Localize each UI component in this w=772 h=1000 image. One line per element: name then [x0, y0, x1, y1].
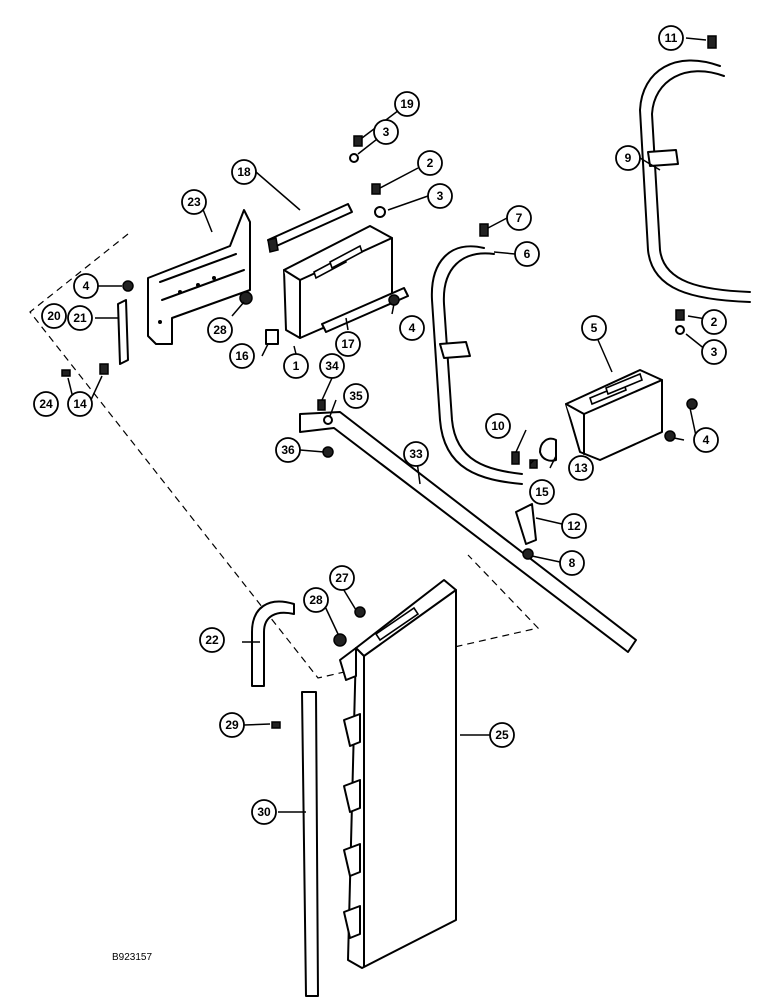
svg-text:28: 28 [213, 323, 227, 337]
svg-text:28: 28 [309, 593, 323, 607]
callout-9: 9 [615, 145, 641, 171]
svg-text:17: 17 [341, 337, 355, 351]
callout-6: 6 [514, 241, 540, 267]
part-21-strap [117, 299, 129, 365]
svg-text:2: 2 [427, 156, 434, 170]
svg-text:14: 14 [73, 397, 87, 411]
svg-text:21: 21 [73, 311, 87, 325]
callout-13: 13 [568, 455, 594, 481]
part-18-strap [267, 203, 353, 253]
callout-33: 33 [403, 441, 429, 467]
svg-text:29: 29 [225, 718, 239, 732]
svg-text:11: 11 [665, 31, 678, 45]
part-17-strap [321, 287, 409, 333]
part-30-rod [301, 691, 319, 997]
svg-text:30: 30 [257, 805, 271, 819]
svg-text:36: 36 [281, 443, 295, 457]
svg-text:2: 2 [711, 315, 718, 329]
callout-4: 4 [399, 315, 425, 341]
svg-text:27: 27 [335, 571, 349, 585]
svg-text:5: 5 [591, 321, 598, 335]
callout-25: 25 [489, 722, 515, 748]
svg-text:15: 15 [535, 485, 549, 499]
callout-27: 27 [329, 565, 355, 591]
svg-text:16: 16 [235, 349, 249, 363]
callout-2: 2 [417, 150, 443, 176]
part-12-clip [515, 503, 537, 545]
callout-14: 14 [67, 391, 93, 417]
svg-text:22: 22 [205, 633, 219, 647]
svg-text:18: 18 [237, 165, 251, 179]
callout-5: 5 [581, 315, 607, 341]
callout-10: 10 [485, 413, 511, 439]
part-33-brace [299, 411, 637, 653]
svg-text:3: 3 [383, 125, 390, 139]
callout-7: 7 [506, 205, 532, 231]
svg-text:3: 3 [437, 189, 444, 203]
callout-3: 3 [427, 183, 453, 209]
svg-text:4: 4 [409, 321, 416, 335]
part-5-step-box [565, 369, 663, 461]
callout-8: 8 [559, 550, 585, 576]
hardware [61, 35, 717, 729]
callout-12: 12 [561, 513, 587, 539]
svg-text:12: 12 [567, 519, 581, 533]
callout-1: 1 [283, 353, 309, 379]
svg-text:19: 19 [400, 97, 414, 111]
callout-35: 35 [343, 383, 369, 409]
part-22-hook [251, 600, 295, 687]
callout-30: 30 [251, 799, 277, 825]
part-13-clamp [539, 437, 557, 462]
callout-11: 11 [658, 25, 684, 51]
svg-text:33: 33 [409, 447, 423, 461]
svg-text:23: 23 [187, 195, 201, 209]
assembly-boundary [29, 233, 540, 679]
callout-28: 28 [303, 587, 329, 613]
document-id: B923157 [112, 952, 152, 963]
svg-text:34: 34 [325, 359, 339, 373]
callout-15: 15 [529, 479, 555, 505]
callout-28: 28 [207, 317, 233, 343]
callout-21: 21 [67, 305, 93, 331]
svg-text:4: 4 [703, 433, 710, 447]
callout-4: 4 [73, 273, 99, 299]
callout-2: 2 [701, 309, 727, 335]
part-6-handrail [430, 245, 523, 485]
svg-text:1: 1 [293, 359, 300, 373]
callout-18: 18 [231, 159, 257, 185]
callout-19: 19 [394, 91, 420, 117]
callout-23: 23 [181, 189, 207, 215]
callout-22: 22 [199, 627, 225, 653]
svg-text:3: 3 [711, 345, 718, 359]
part-9-handrail [639, 59, 751, 303]
svg-text:7: 7 [516, 211, 523, 225]
svg-text:4: 4 [83, 279, 90, 293]
callout-29: 29 [219, 712, 245, 738]
callout-20: 20 [41, 303, 67, 329]
part-25-ladder-panel [339, 579, 457, 969]
svg-text:6: 6 [524, 247, 531, 261]
svg-text:10: 10 [491, 419, 505, 433]
svg-text:20: 20 [47, 309, 61, 323]
callout-3: 3 [373, 119, 399, 145]
part-23-bracket [147, 209, 251, 345]
callout-36: 36 [275, 437, 301, 463]
svg-text:25: 25 [495, 728, 509, 742]
svg-text:8: 8 [569, 556, 576, 570]
svg-text:24: 24 [39, 397, 53, 411]
callout-17: 17 [335, 331, 361, 357]
callout-16: 16 [229, 343, 255, 369]
part-1-step-box [283, 225, 393, 339]
svg-text:35: 35 [349, 389, 363, 403]
svg-text:9: 9 [625, 151, 632, 165]
svg-text:13: 13 [574, 461, 588, 475]
callout-4: 4 [693, 427, 719, 453]
callout-24: 24 [33, 391, 59, 417]
callout-34: 34 [319, 353, 345, 379]
callout-3: 3 [701, 339, 727, 365]
